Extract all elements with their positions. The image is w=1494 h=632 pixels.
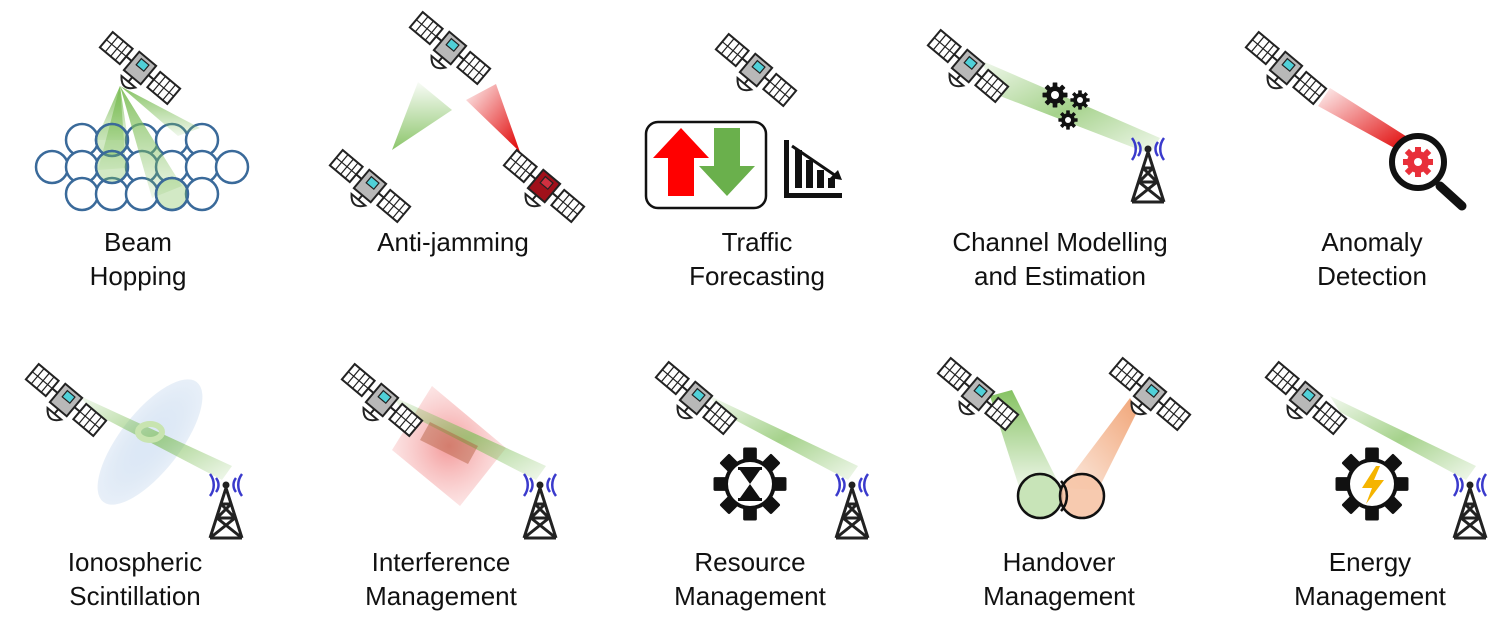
satellite-icon (1255, 359, 1349, 446)
beam-hopping-panel (34, 29, 250, 212)
caption-anti-jamming: Anti-jamming (313, 225, 593, 259)
bar-chart-icon (784, 140, 842, 198)
ground-station-icon (1452, 472, 1488, 540)
caption-anomaly-detection: Anomaly Detection (1232, 225, 1494, 293)
gear-holes (1051, 91, 1083, 123)
orange-footprint-beam (1062, 398, 1138, 490)
red-gear-icon (1403, 147, 1433, 177)
caption-line: Handover (1002, 547, 1116, 577)
satellite-icon (705, 31, 799, 118)
satellite-icon (399, 9, 493, 96)
caption-line: Energy (1328, 547, 1412, 577)
channel-beam (980, 60, 1160, 154)
caption-line: Beam (104, 227, 172, 257)
caption-line: Management (365, 581, 517, 611)
caption-line: Traffic (721, 227, 793, 257)
caption-line: Anti-jamming (377, 227, 529, 257)
caption-line: Channel Modelling (952, 227, 1168, 257)
handover-management-panel (927, 355, 1193, 520)
satellite-icon (319, 147, 413, 234)
caption-channel-modelling: Channel Modelling and Estimation (920, 225, 1200, 293)
caption-line: Interference (371, 547, 511, 577)
caption-line: Hopping (89, 261, 187, 291)
green-beam (392, 82, 452, 150)
link-beam (392, 396, 546, 480)
caption-line: Management (983, 581, 1135, 611)
caption-line: Forecasting (689, 261, 825, 291)
lightning-icon (1362, 466, 1384, 504)
caption-handover-management: Handover Management (919, 545, 1199, 613)
energy-beam (1330, 396, 1476, 480)
up-arrow-icon (653, 128, 709, 196)
caption-ionospheric-scintillation: Ionospheric Scintillation (0, 545, 275, 613)
anomaly-beam (1318, 88, 1412, 150)
caption-resource-management: Resource Management (610, 545, 890, 613)
caption-line: Management (674, 581, 826, 611)
arrows-box (644, 120, 768, 210)
cell-footprint (1016, 472, 1064, 520)
caption-line: Anomaly (1321, 227, 1423, 257)
caption-line: Resource (694, 547, 806, 577)
caption-line: Ionospheric (67, 547, 203, 577)
caption-line: and Estimation (974, 261, 1146, 291)
interference-overlap (420, 422, 478, 464)
satellite-icon (1235, 29, 1329, 116)
resource-beam (710, 396, 858, 480)
energy-management-panel (1255, 359, 1488, 540)
channel-modelling-panel (917, 27, 1166, 204)
hourglass-icon (738, 467, 762, 501)
traffic-forecasting-panel (644, 31, 842, 210)
caption-traffic-forecasting: Traffic Forecasting (617, 225, 897, 293)
caption-interference-management: Interference Management (301, 545, 581, 613)
caption-line: Detection (1317, 261, 1427, 291)
scintillation-ring (135, 421, 165, 443)
jamming-beam (466, 84, 520, 152)
anomaly-detection-panel (1235, 29, 1467, 211)
satellite-icon (89, 29, 183, 116)
ground-station-icon (834, 472, 870, 540)
cell-footprint (1058, 472, 1106, 520)
ionospheric-scintillation-panel (15, 361, 244, 540)
caption-beam-hopping: Beam Hopping (0, 225, 278, 293)
caption-line: Scintillation (69, 581, 201, 611)
ground-station-icon (522, 472, 558, 540)
down-arrow-icon (699, 128, 755, 196)
ground-station-icon (208, 472, 244, 540)
caption-line: Management (1294, 581, 1446, 611)
resource-management-panel (645, 359, 870, 540)
anti-jamming-panel (319, 9, 587, 234)
lit-cells (94, 122, 190, 212)
jammer-satellite-icon (493, 147, 587, 234)
interference-management-panel (331, 361, 558, 540)
caption-energy-management: Energy Management (1230, 545, 1494, 613)
gear-center (728, 462, 772, 506)
ground-station-icon (1130, 136, 1166, 204)
